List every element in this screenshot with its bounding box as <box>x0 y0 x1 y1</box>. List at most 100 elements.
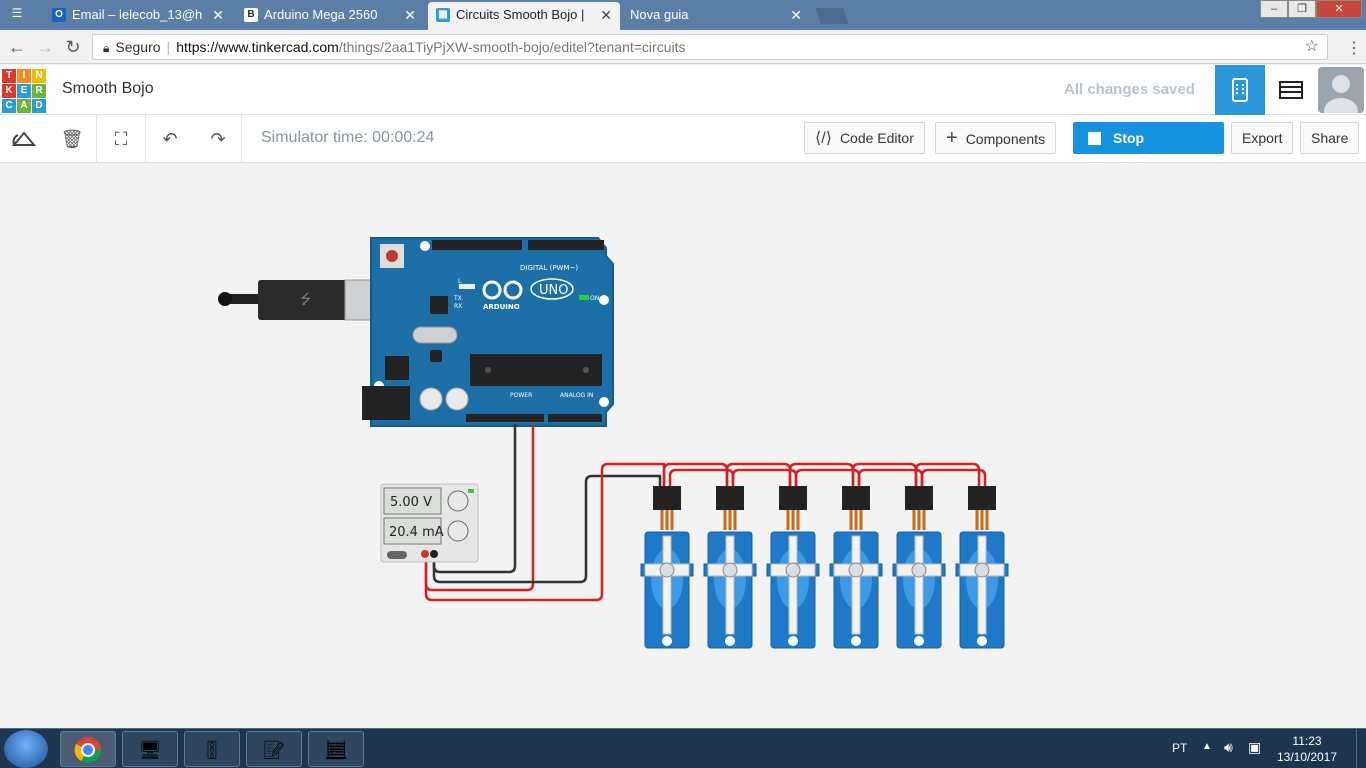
tab-email[interactable]: O Email – lelecob_13@hotm ✕ <box>44 2 232 30</box>
servo-motor[interactable] <box>703 486 757 649</box>
wires[interactable] <box>424 424 666 602</box>
start-button[interactable] <box>4 730 48 768</box>
close-tab-icon[interactable]: ✕ <box>790 7 802 23</box>
export-label: Export <box>1242 130 1283 146</box>
power-switch[interactable] <box>387 551 407 559</box>
undo-icon[interactable]: ↶ <box>162 129 178 149</box>
new-tab-button[interactable] <box>815 8 849 24</box>
voltage-knob[interactable] <box>447 490 469 512</box>
rotate-icon[interactable] <box>0 115 48 163</box>
servo-bus-wire[interactable] <box>731 468 798 486</box>
minimize-button[interactable]: – <box>1260 0 1288 18</box>
components-label: Components <box>965 131 1046 147</box>
logo-letter: A <box>17 99 31 113</box>
reload-icon[interactable]: ↻ <box>65 37 81 57</box>
tab-arduino-mega[interactable]: B Arduino Mega 2560 ✕ <box>236 2 424 30</box>
url-path: /things/2aa1TiyPjXW-smooth-bojo/editel?t… <box>338 39 686 55</box>
redo-icon[interactable]: ↷ <box>210 129 226 149</box>
servo-connector[interactable] <box>905 486 933 510</box>
share-button[interactable]: Share <box>1300 122 1360 154</box>
window-close-button[interactable]: ✕ <box>1316 0 1362 18</box>
circuit-canvas[interactable]: ⭍ DIGITAL (PWM~) ARDUINO UNO TX RX L <box>0 164 1366 728</box>
app-taskbar-icon[interactable]: 🚦︎ <box>184 731 240 767</box>
servo-motor[interactable] <box>955 486 1009 649</box>
tab-new[interactable]: Nova guia ✕ <box>620 2 810 30</box>
arduino-brand: ARDUINO <box>483 303 520 311</box>
tray-expand-icon[interactable]: ▲ <box>1202 741 1212 752</box>
b-icon: B <box>244 8 258 22</box>
servo-bus-wire[interactable] <box>662 462 729 486</box>
arduino-infinity-logo: ARDUINO <box>482 280 523 311</box>
user-avatar[interactable] <box>1318 67 1364 113</box>
servo-bus-wire[interactable] <box>794 468 861 486</box>
calculator-taskbar-icon[interactable]: 🧮︎ <box>308 731 364 767</box>
list-view-button[interactable] <box>1265 65 1315 115</box>
delete-trash-icon[interactable]: 🗑︎ <box>60 129 84 149</box>
servo-connector[interactable] <box>842 486 870 510</box>
servo-mount-hole <box>725 636 735 646</box>
servo-bus-wire[interactable] <box>788 462 855 486</box>
show-desktop-button[interactable] <box>1356 729 1366 768</box>
servo-shaft <box>974 562 990 578</box>
language-indicator[interactable]: PT <box>1172 741 1188 755</box>
toolbar-divider <box>145 115 146 163</box>
toolbar-divider <box>96 115 97 163</box>
volume-icon[interactable]: 🔊︎ <box>1224 739 1233 755</box>
servo-bus-wire[interactable] <box>920 468 987 486</box>
servo-connector[interactable] <box>653 486 681 510</box>
maximize-button[interactable]: ❐ <box>1288 0 1316 18</box>
design-title[interactable]: Smooth Bojo <box>62 80 154 97</box>
components-button[interactable]: +Components <box>935 122 1057 154</box>
servo-bus-wire[interactable] <box>725 462 792 486</box>
back-icon[interactable]: ← <box>8 37 26 57</box>
close-tab-icon[interactable]: ✕ <box>212 7 224 23</box>
save-status: All changes saved <box>1064 81 1195 98</box>
tx-label: TX <box>453 295 462 302</box>
close-tab-icon[interactable]: ✕ <box>404 7 416 23</box>
l-led-label: L <box>458 278 462 285</box>
servo-motor[interactable] <box>829 486 883 649</box>
bookmark-star-icon[interactable]: ☆ <box>1304 38 1319 55</box>
security-label: Seguro <box>115 39 161 55</box>
clock-time: 11:23 <box>1292 734 1322 748</box>
servo-motor[interactable] <box>640 486 694 649</box>
forward-icon[interactable]: → <box>36 37 54 57</box>
servo-bus-wire[interactable] <box>857 468 924 486</box>
servo-motor[interactable] <box>892 486 946 649</box>
servo-bus-wire[interactable] <box>914 462 981 486</box>
chrome-taskbar-icon[interactable] <box>60 731 116 767</box>
positive-terminal[interactable] <box>421 550 429 558</box>
negative-terminal[interactable] <box>430 550 438 558</box>
servo-lead <box>660 510 674 530</box>
servo-connector[interactable] <box>968 486 996 510</box>
servo-bus-wire[interactable] <box>851 462 918 486</box>
servo-connector[interactable] <box>716 486 744 510</box>
code-editor-button[interactable]: ⟨/⟩Code Editor <box>804 122 925 154</box>
stop-simulation-button[interactable]: Stop Simulation <box>1073 122 1224 176</box>
current-knob[interactable] <box>447 520 469 542</box>
servo-power-bus[interactable] <box>662 462 987 486</box>
notepad-taskbar-icon[interactable]: 📝︎ <box>246 731 302 767</box>
servo-bus-wire[interactable] <box>668 468 735 486</box>
chrome-menu-icon[interactable]: ☰ <box>11 6 23 20</box>
tinkercad-logo[interactable]: T I N K E R C A D <box>2 69 46 113</box>
servo-motor[interactable] <box>766 486 820 649</box>
taskbar-clock[interactable]: 11:23 13/10/2017 <box>1272 733 1342 765</box>
servo-mount-hole <box>788 636 798 646</box>
share-label: Share <box>1311 130 1349 146</box>
network-icon[interactable]: ▣ <box>1248 739 1262 755</box>
tab-circuits[interactable]: ▦ Circuits Smooth Bojo | Ti ✕ <box>428 2 620 30</box>
reset-button[interactable] <box>386 250 398 262</box>
digital-label: DIGITAL (PWM~) <box>520 264 578 272</box>
servo-mount-hole <box>977 636 987 646</box>
close-tab-icon[interactable]: ✕ <box>600 7 612 23</box>
dc-power-supply[interactable]: 5.00 V 20.4 mA <box>380 483 479 563</box>
fit-view-icon[interactable]: ⛶ <box>114 129 128 149</box>
url-input[interactable]: 🔒︎Seguro|https://www.tinkercad.com/thing… <box>92 34 1328 60</box>
remote-desktop-taskbar-icon[interactable]: 🖥︎ <box>122 731 178 767</box>
export-button[interactable]: Export <box>1231 122 1294 154</box>
arduino-uno-board[interactable]: DIGITAL (PWM~) ARDUINO UNO TX RX L ON <box>362 237 614 427</box>
chrome-more-icon[interactable]: ⋮ <box>1346 40 1362 57</box>
circuit-view-button[interactable] <box>1215 65 1265 115</box>
servo-connector[interactable] <box>779 486 807 510</box>
